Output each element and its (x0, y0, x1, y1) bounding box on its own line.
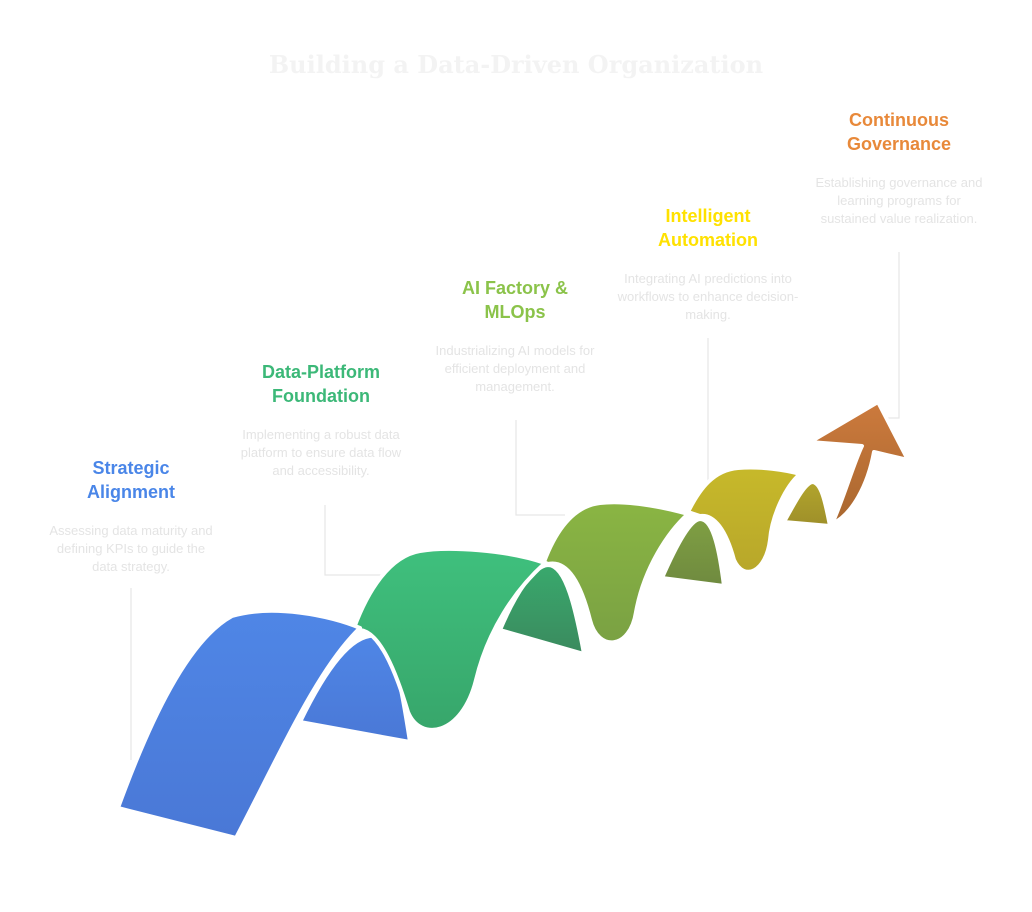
step-2-title-line2: Foundation (272, 386, 370, 406)
connector-line-5 (880, 252, 900, 419)
step-4-description: Integrating AI predictions into workflow… (617, 271, 799, 322)
step-4-title-line2: Automation (658, 230, 758, 250)
step-1-title-line2: Alignment (87, 482, 175, 502)
step-3-title: AI Factory & MLOps (430, 276, 600, 324)
ribbon-segment-3 (542, 500, 690, 645)
step-3: AI Factory & MLOps Industrializing AI mo… (430, 276, 600, 396)
step-2-title-line1: Data-Platform (261, 362, 381, 382)
diagram-title: Building a Data-Driven Organization (268, 50, 764, 79)
ribbon-segment-1 (116, 608, 362, 840)
ribbon-back-flap-3 (660, 517, 726, 588)
step-5-title: Continuous Governance (808, 108, 990, 156)
step-5-description: Establishing governance and learning pro… (815, 175, 983, 226)
step-2-title: Data-Platform Foundation (236, 360, 406, 408)
connector-line-2 (324, 505, 385, 576)
step-5-title-line2: Governance (846, 134, 952, 154)
step-5-title-line1: Continuous (849, 110, 949, 130)
ribbon-back-flap-4 (782, 480, 832, 528)
step-2: Data-Platform Foundation Implementing a … (236, 360, 406, 480)
step-1-description: Assessing data maturity and defining KPI… (49, 523, 213, 574)
connector-line-3 (515, 420, 565, 516)
step-4-title-line1: Intelligent (665, 206, 751, 226)
step-1: Strategic Alignment Assessing data matur… (46, 456, 216, 576)
ribbon-segment-5-arrow (808, 400, 910, 526)
step-3-title-line1: AI Factory & (461, 278, 569, 298)
step-3-title-line2: MLOps (484, 302, 546, 322)
ribbon-segment-4 (686, 465, 802, 574)
step-1-title: Strategic Alignment (46, 456, 216, 504)
step-4: Intelligent Automation Integrating AI pr… (616, 204, 800, 324)
step-5: Continuous Governance Establishing gover… (808, 108, 990, 228)
step-4-title: Intelligent Automation (616, 204, 800, 252)
ribbon-segment-2 (352, 546, 547, 732)
step-2-description: Implementing a robust data platform to e… (240, 427, 402, 478)
step-1-title-line1: Strategic (92, 458, 170, 478)
step-3-description: Industrializing AI models for efficient … (435, 343, 595, 394)
